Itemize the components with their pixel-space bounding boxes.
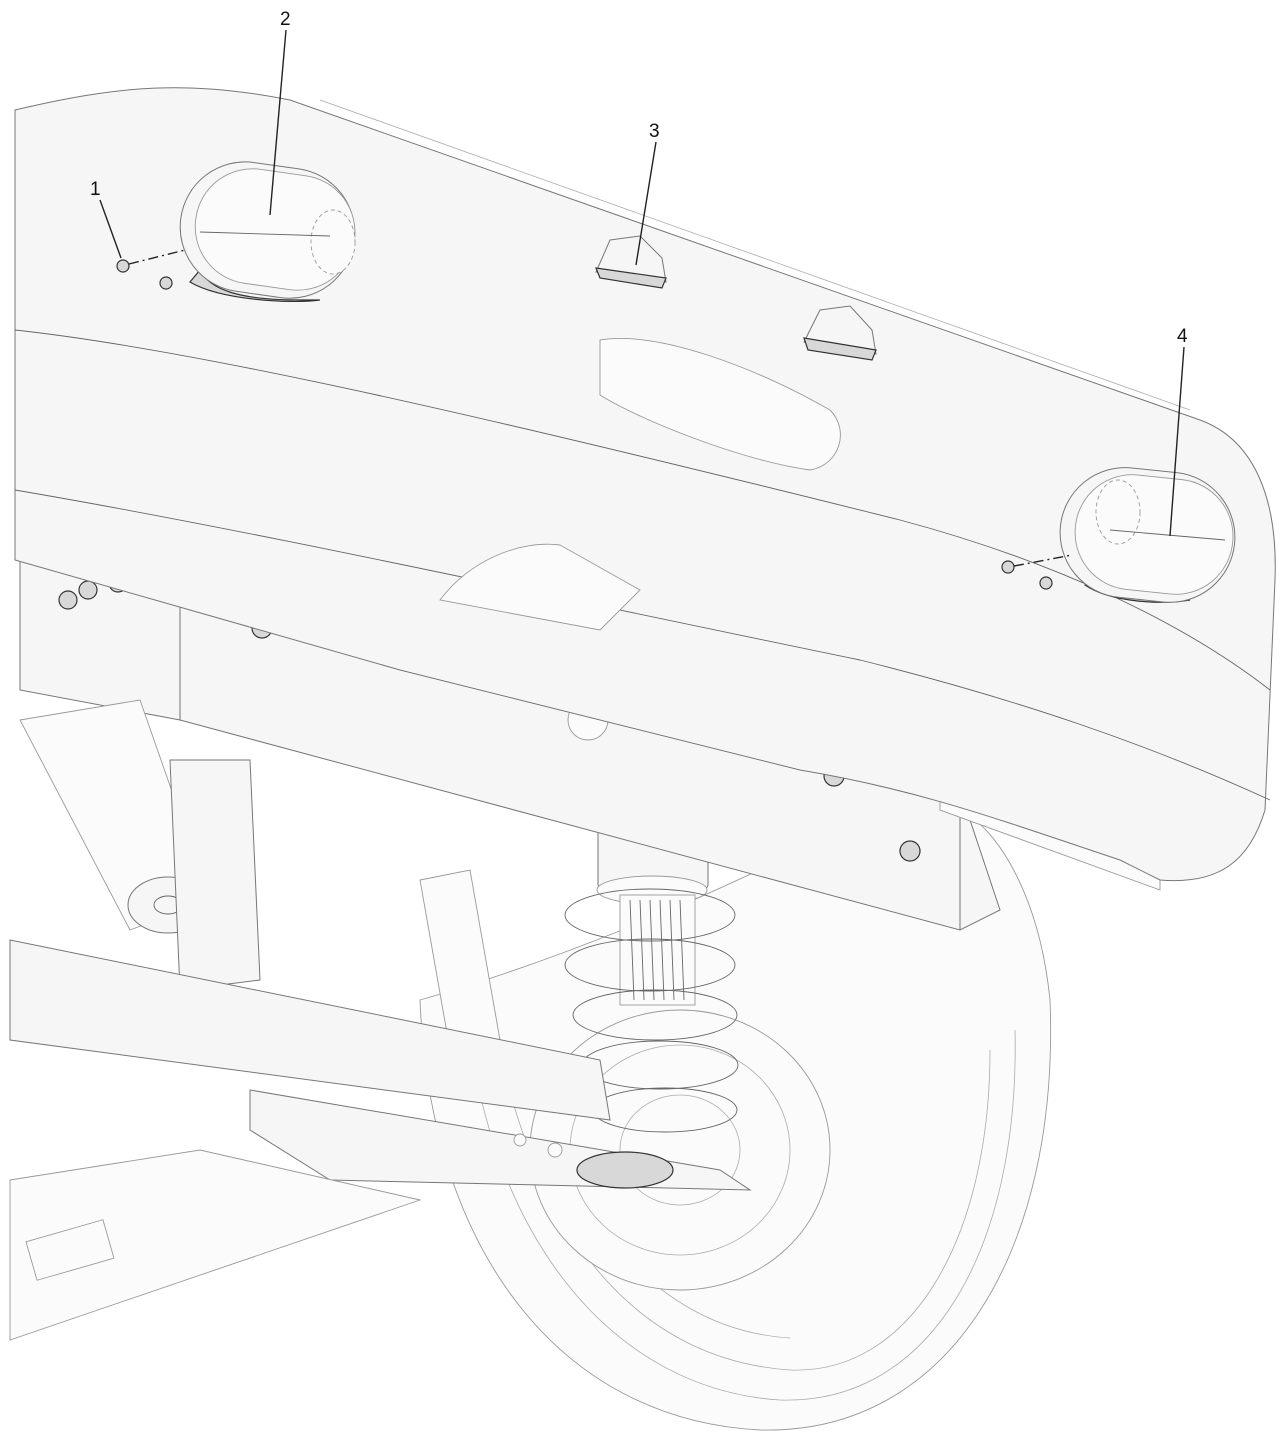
bumper-retainer-clip-second [803, 305, 877, 361]
fastener-nut-right-upper [1001, 554, 1073, 574]
callout-2-label: 2 [280, 9, 291, 30]
fastener-nut-left-lower [159, 276, 173, 290]
fastener-nut-right-lower [1039, 576, 1053, 590]
exhaust-outlet-left [179, 161, 356, 303]
callout-3: 3 [635, 121, 660, 266]
trailing-arm [9, 939, 752, 1191]
rear-wheel-tire [419, 809, 1052, 1431]
callout-4-label: 4 [1177, 326, 1188, 347]
lower-floor-panel [9, 1149, 422, 1341]
callout-1-label: 1 [90, 179, 101, 200]
rear-bumper-fascia [14, 87, 1276, 882]
callout-3-label: 3 [649, 121, 660, 142]
exhaust-outlet-right [1059, 467, 1236, 603]
callout-1: 1 [90, 179, 122, 259]
bumper-retainer-clip [595, 235, 667, 289]
callout-2: 2 [269, 9, 291, 216]
left-frame-rail [19, 699, 261, 991]
fastener-nut-left-upper [116, 249, 186, 273]
callout-4: 4 [1169, 326, 1188, 537]
